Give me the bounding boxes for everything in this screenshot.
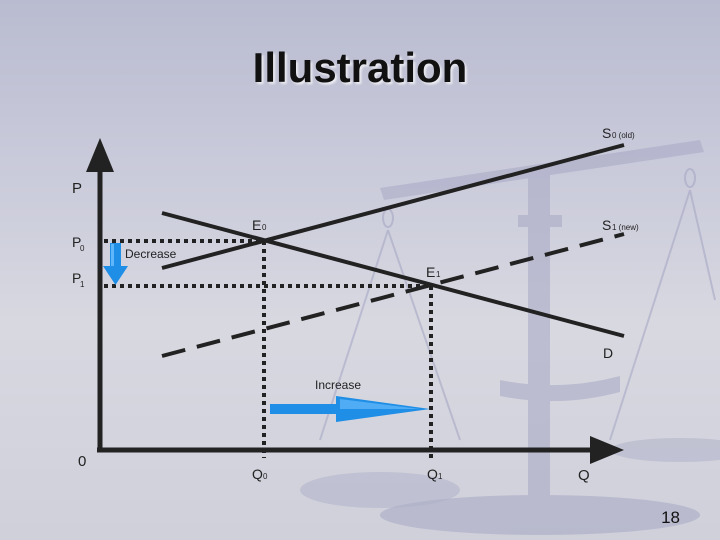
increase-label: Increase: [315, 378, 361, 392]
x-axis-arrowhead: [590, 436, 624, 464]
e1-label: E 1: [426, 264, 441, 280]
svg-text:0: 0: [263, 472, 268, 481]
y-axis-label: P: [72, 180, 82, 197]
svg-text:0: 0: [80, 244, 85, 253]
origin-label: 0: [78, 453, 86, 470]
x-axis-label: Q: [578, 467, 590, 484]
q0-label: Q 0: [252, 466, 268, 482]
svg-text:S: S: [602, 125, 611, 141]
q1-label: Q 1: [427, 466, 443, 482]
svg-text:0 (old): 0 (old): [612, 131, 635, 140]
y-axis-arrowhead: [86, 138, 114, 172]
p1-label: P 1: [72, 270, 85, 289]
svg-text:1: 1: [80, 280, 85, 289]
increase-arrow: [270, 396, 430, 422]
svg-text:1 (new): 1 (new): [612, 223, 639, 232]
svg-text:Q: Q: [252, 466, 263, 482]
svg-text:E: E: [426, 264, 435, 280]
e0-label: E 0: [252, 217, 267, 233]
supply-old-curve: [162, 145, 624, 268]
p0-label: P 0: [72, 234, 85, 253]
svg-text:0: 0: [262, 223, 267, 232]
svg-text:E: E: [252, 217, 261, 233]
page-number: 18: [661, 508, 680, 528]
demand-label: D: [603, 345, 613, 361]
svg-text:Q: Q: [427, 466, 438, 482]
svg-text:1: 1: [436, 270, 441, 279]
supply-new-label: S 1 (new): [602, 217, 639, 233]
supply-new-curve: [162, 234, 624, 356]
svg-text:S: S: [602, 217, 611, 233]
demand-curve: [162, 213, 624, 336]
svg-text:1: 1: [438, 472, 443, 481]
decrease-label: Decrease: [125, 247, 177, 261]
supply-old-label: S 0 (old): [602, 125, 635, 141]
